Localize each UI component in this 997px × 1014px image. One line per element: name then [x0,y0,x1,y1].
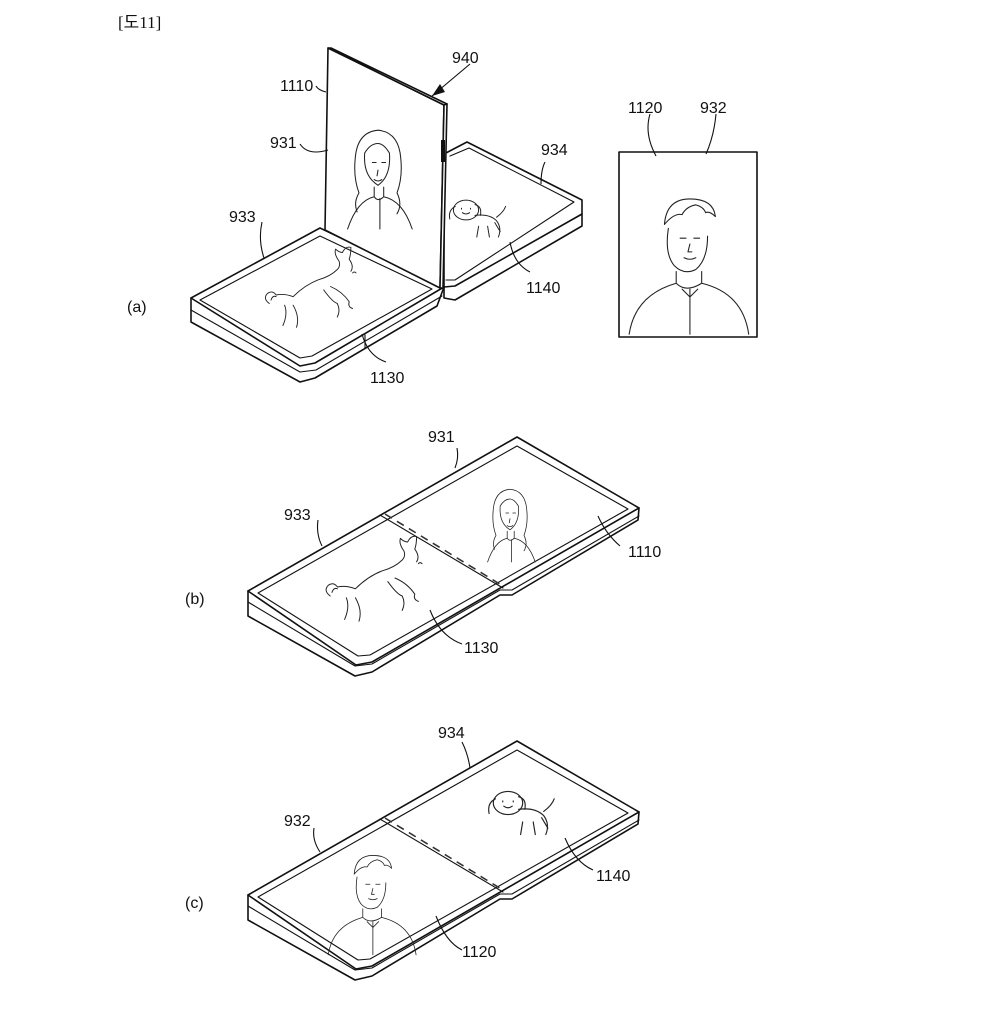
ref-931: 931 [270,135,297,152]
ref-1110: 1110 [280,78,313,95]
ref-1120: 1120 [628,100,663,117]
ref-1120: 1120 [462,944,497,961]
leader-1110 [315,85,327,93]
leader-932 [705,113,717,155]
ref-932: 932 [700,100,727,117]
leader-934 [540,161,546,185]
ref-1110: 1110 [628,544,661,561]
leader-932 [313,827,321,853]
panel-a: 940 1110 931 933 934 1140 1130 (a) 1120 … [127,47,758,387]
ref-934: 934 [438,725,465,742]
ref-931: 931 [428,429,455,446]
figure-label: [도11] [118,13,161,32]
leader-1140 [509,241,531,273]
leader-1130 [429,609,463,645]
panel-c: 932 934 1140 1120 (c) [185,725,640,981]
panel-a-tag: (a) [127,299,147,316]
leader-934 [461,741,471,769]
panel-a-standing-screen [324,47,448,289]
panel-b-tag: (b) [185,591,205,608]
panel-b: 933 931 1110 1130 (b) [185,429,661,677]
ref-1140: 1140 [526,280,561,297]
leader-1110 [597,515,621,547]
panel-c-tag: (c) [185,895,204,912]
leader-1140 [564,837,594,871]
ref-1130: 1130 [370,370,405,387]
panel-c-device [247,740,640,981]
leader-933 [259,221,265,259]
ref-1130: 1130 [464,640,499,657]
ref-934: 934 [541,142,568,159]
leader-931 [454,447,459,469]
panel-a-rear-screen: 1120 932 [618,100,758,338]
ref-933: 933 [284,507,311,524]
ref-1140: 1140 [596,868,631,885]
panel-a-left-device [190,227,445,383]
panel-b-device [247,436,640,677]
ref-933: 933 [229,209,256,226]
leader-1120 [647,113,657,157]
ref-932: 932 [284,813,311,830]
ref-940: 940 [452,50,479,67]
leader-933 [316,519,323,547]
leader-931 [299,143,329,153]
panel-a-right-device [443,141,583,301]
leader-1130 [361,333,387,363]
leader-1120 [435,915,463,951]
